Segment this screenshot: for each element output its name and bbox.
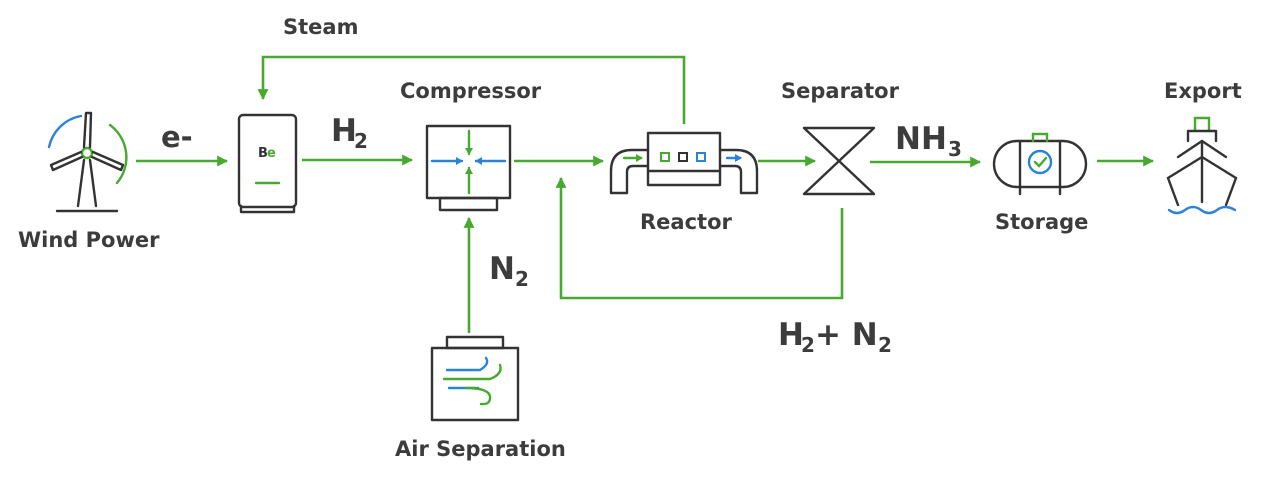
air-separation-icon [430, 335, 520, 422]
label-recycle-h-sub: 2 [801, 333, 815, 357]
label-n2-base: N [489, 251, 515, 287]
electrolyzer-logo-b: B [258, 146, 268, 161]
label-air-separation: Air Separation [395, 437, 566, 461]
label-reactor: Reactor [640, 210, 732, 234]
electrolyzer-logo-e: e [267, 146, 276, 161]
label-compressor: Compressor [400, 79, 542, 103]
label-wind-power: Wind Power [18, 228, 160, 252]
label-recycle-h: H [778, 317, 804, 353]
label-export: Export [1164, 79, 1242, 103]
label-nh3-sub: 3 [948, 137, 962, 161]
flow-recycle-h2-n2 [555, 176, 844, 300]
wind-turbine-icon [47, 111, 128, 213]
label-h2-base: H [331, 113, 357, 149]
label-h2-sub: 2 [354, 129, 368, 153]
label-nh3-base: NH [895, 121, 947, 157]
label-n2-sub: 2 [515, 267, 529, 291]
label-steam: Steam [283, 15, 358, 39]
label-recycle-plus-n: + N [815, 317, 878, 353]
compressor-icon [425, 124, 512, 212]
separator-icon [802, 126, 876, 196]
flow-steam-return [257, 55, 686, 124]
electrolyzer-icon: B e [237, 113, 298, 214]
ship-icon [1166, 116, 1238, 215]
label-separator: Separator [781, 79, 900, 103]
label-storage: Storage [995, 210, 1088, 234]
flow-lines [136, 55, 1155, 333]
storage-tank-icon [992, 132, 1088, 196]
label-recycle-n-sub: 2 [878, 333, 892, 357]
label-electron: e- [161, 120, 193, 154]
reactor-icon [609, 131, 759, 195]
